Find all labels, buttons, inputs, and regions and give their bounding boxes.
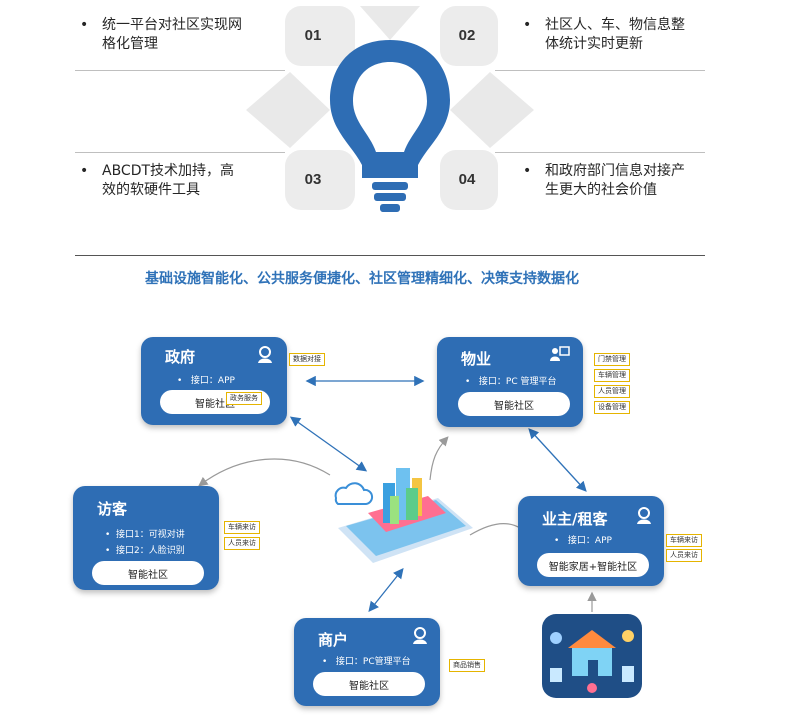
pill-smart-community: 智能社区 bbox=[313, 672, 425, 696]
arrow-center-visitor bbox=[198, 458, 331, 487]
divider-line bbox=[495, 70, 705, 71]
card-property: 物业 • 接口：PC 管理平台 智能社区 bbox=[437, 337, 583, 427]
user-icon bbox=[637, 507, 651, 524]
number-badge-04: 04 bbox=[458, 170, 476, 188]
diamond-right bbox=[450, 72, 534, 148]
arrow-center-owner bbox=[469, 523, 521, 536]
arrow-center-merchant bbox=[368, 567, 404, 613]
card-title: 业主/租客 bbox=[542, 510, 608, 528]
tag-gov-service: 政务服务 bbox=[226, 392, 262, 405]
arrow-gov-center bbox=[289, 416, 368, 472]
feature-text-03: ABCDT技术加持，高 效的软硬件工具 bbox=[102, 163, 235, 198]
section-divider bbox=[75, 255, 705, 256]
pill-smart-community: 智能社区 bbox=[458, 392, 570, 416]
interface-text: • 接口：APP bbox=[554, 536, 612, 546]
card-title: 政府 bbox=[165, 348, 196, 366]
tile-bg bbox=[285, 150, 355, 210]
house-door bbox=[588, 660, 598, 676]
diamond-left bbox=[246, 72, 330, 148]
tag-access-control: 门禁管理 bbox=[594, 353, 630, 366]
tag-product-sales: 商品销售 bbox=[449, 659, 485, 672]
tag-person-visit: 人员来访 bbox=[224, 537, 260, 550]
tag-data-link: 数据对接 bbox=[289, 353, 325, 366]
interface-text-1: • 接口1：可视对讲 bbox=[105, 530, 185, 540]
pill-smart-home-community: 智能家居+智能社区 bbox=[537, 553, 649, 577]
feature-text-01: 统一平台对社区实现网 格化管理 bbox=[102, 17, 242, 52]
arrow-center-property bbox=[429, 436, 449, 481]
tile-bg bbox=[440, 150, 498, 210]
feature-item-02: • 社区人、车、物信息整 体统计实时更新 bbox=[523, 16, 723, 56]
presenter-icon bbox=[550, 346, 570, 361]
interface-text: • 接口：APP bbox=[177, 376, 235, 386]
bullet-dot: • bbox=[523, 17, 532, 33]
card-government: 政府 • 接口：APP 智能社区 bbox=[141, 337, 287, 425]
tag-device-mgmt: 设备管理 bbox=[594, 401, 630, 414]
tile-bg bbox=[285, 6, 355, 66]
house-roof bbox=[568, 630, 616, 648]
tagline: 基础设施智能化、公共服务便捷化、社区管理精细化、决策支持数据化 bbox=[145, 271, 579, 287]
card-title: 物业 bbox=[461, 350, 492, 368]
card-merchant: 商户 • 接口：PC管理平台 智能社区 bbox=[294, 618, 440, 706]
bullet-dot: • bbox=[523, 163, 532, 179]
divider-line bbox=[75, 152, 285, 153]
device-icon bbox=[587, 683, 597, 693]
bulb-inner bbox=[353, 62, 427, 152]
feature-item-03: • ABCDT技术加持，高 效的软硬件工具 bbox=[80, 162, 280, 202]
interface-text: • 接口：PC管理平台 bbox=[322, 657, 411, 667]
tag-person-visit: 人员来访 bbox=[666, 549, 702, 562]
number-badge-01: 01 bbox=[304, 26, 322, 44]
card-visitor: 访客 • 接口1：可视对讲 • 接口2：人脸识别 智能社区 bbox=[73, 486, 219, 590]
building bbox=[406, 488, 418, 520]
bullet-dot: • bbox=[80, 17, 89, 33]
bullet-dot: • bbox=[80, 163, 89, 179]
device-icon bbox=[622, 666, 634, 682]
number-badge-03: 03 bbox=[304, 170, 322, 188]
number-badge-02: 02 bbox=[458, 26, 476, 44]
tag-vehicle-visit: 车辆来访 bbox=[224, 521, 260, 534]
device-icon bbox=[550, 668, 562, 682]
tag-vehicle-visit: 车辆来访 bbox=[666, 534, 702, 547]
cloud-icon bbox=[334, 482, 374, 505]
device-icon bbox=[550, 632, 562, 644]
user-icon bbox=[413, 627, 427, 644]
feature-item-04: • 和政府部门信息对接产 生更大的社会价值 bbox=[523, 162, 723, 202]
smart-home-graphic bbox=[542, 614, 642, 698]
device-icon bbox=[622, 630, 634, 642]
pill-smart-community: 智能社区 bbox=[92, 561, 204, 585]
lightbulb-graphic bbox=[246, 6, 534, 212]
interface-text: • 接口：PC 管理平台 bbox=[465, 377, 557, 387]
bulb-base bbox=[380, 204, 400, 212]
building bbox=[390, 496, 399, 524]
divider-line bbox=[75, 70, 285, 71]
bulb-base bbox=[374, 193, 406, 201]
feature-text-02: 社区人、车、物信息整 体统计实时更新 bbox=[545, 17, 685, 52]
tag-person-mgmt: 人员管理 bbox=[594, 385, 630, 398]
tag-vehicle-mgmt: 车辆管理 bbox=[594, 369, 630, 382]
user-icon bbox=[258, 346, 272, 363]
arrow-property-owner bbox=[528, 428, 587, 492]
card-owner-tenant: 业主/租客 • 接口：APP 智能家居+智能社区 bbox=[518, 496, 664, 586]
card-title: 访客 bbox=[97, 500, 128, 518]
interface-text-2: • 接口2：人脸识别 bbox=[105, 546, 185, 556]
card-title: 商户 bbox=[318, 631, 349, 649]
feature-text-04: 和政府部门信息对接产 生更大的社会价值 bbox=[545, 163, 685, 198]
divider-line bbox=[495, 152, 705, 153]
smart-city-phone-graphic bbox=[334, 468, 473, 563]
tile-bg bbox=[440, 6, 498, 66]
diamond-top bbox=[360, 6, 420, 40]
feature-item-01: • 统一平台对社区实现网 格化管理 bbox=[80, 16, 280, 56]
bulb-base bbox=[372, 182, 408, 190]
